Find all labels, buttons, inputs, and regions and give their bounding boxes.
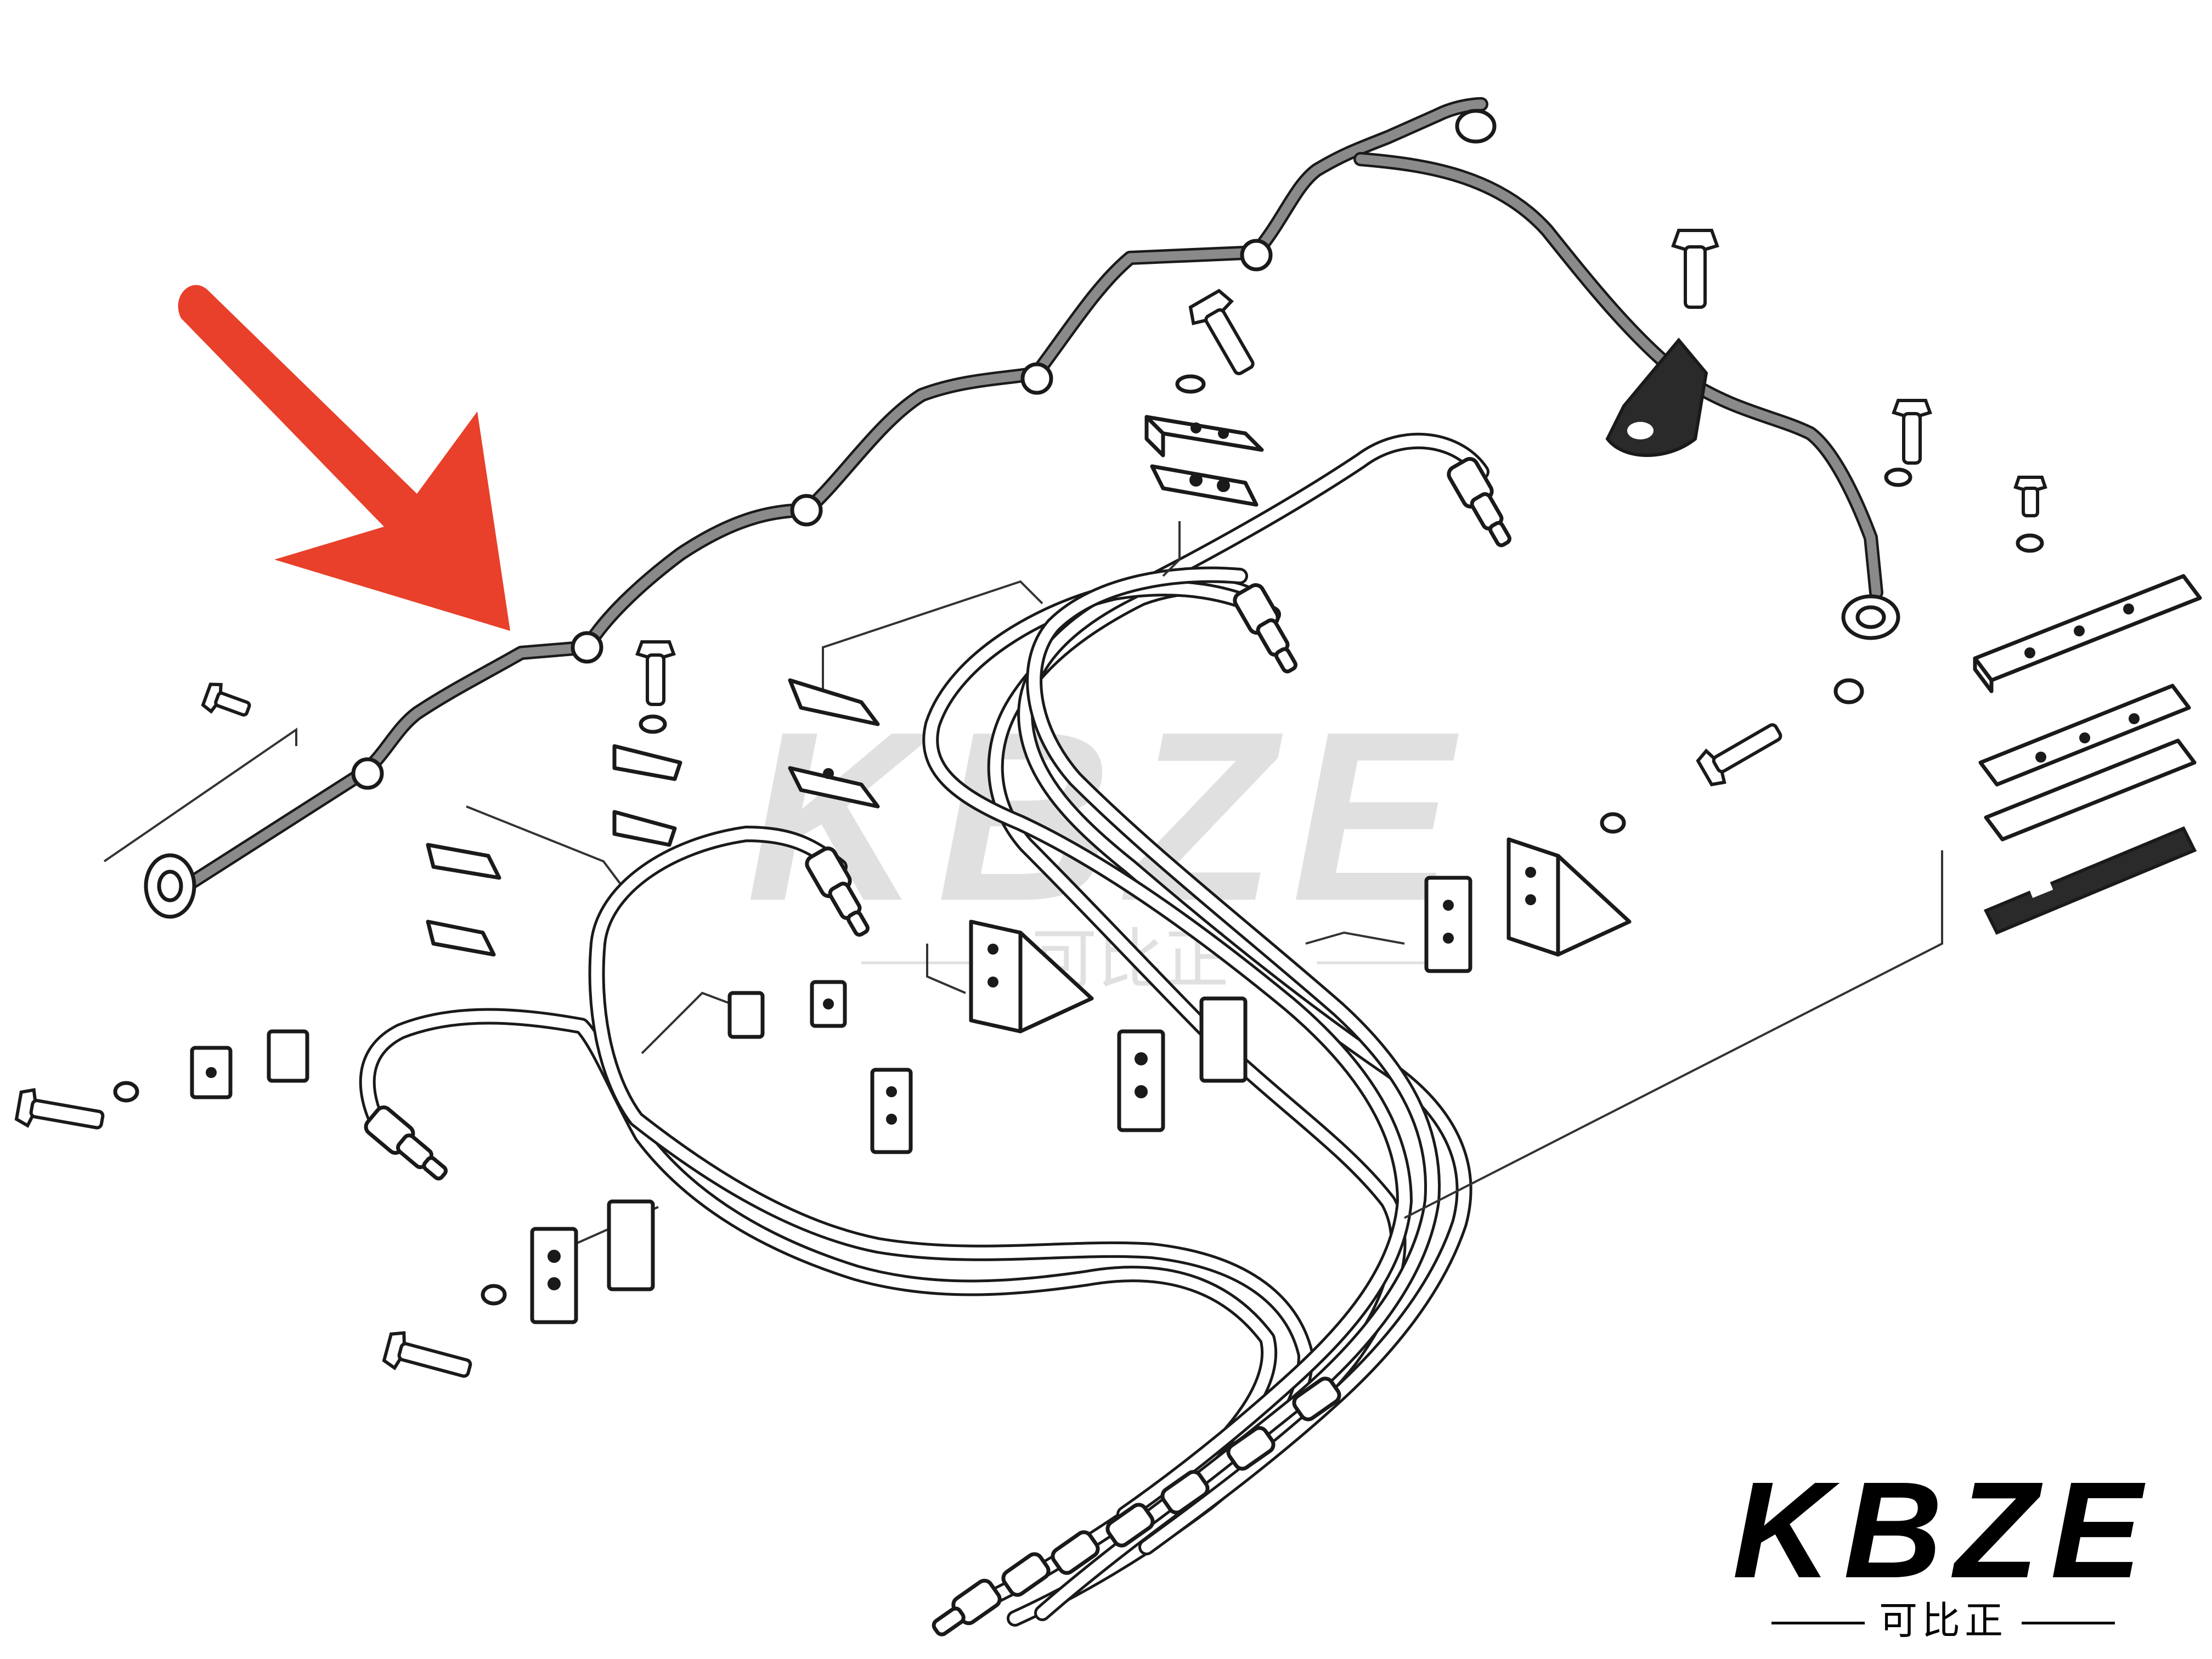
bolt-icon	[1696, 723, 1782, 787]
bolt-icon	[382, 1331, 472, 1378]
pipe-end-fitting-inner	[157, 870, 183, 902]
bracket-icon	[1506, 837, 1632, 957]
logo-sub-row: 可比正	[1696, 1599, 2190, 1643]
pipe-end-fitting-inner	[1855, 605, 1886, 629]
bolt-icon	[2013, 476, 2047, 517]
bolt-icon	[1188, 289, 1255, 375]
banjo-joint	[351, 757, 384, 790]
pipe-clamp-icon	[727, 980, 847, 1039]
logo-main-text: KBZE	[1732, 1453, 2154, 1606]
pipe-clamp-icon	[1117, 996, 1248, 1132]
pipe-clamp-plate-stack	[1973, 574, 2202, 935]
bolt-icon	[635, 640, 676, 706]
banjo-joint	[571, 631, 603, 664]
injector-fittings	[364, 456, 1511, 1637]
bracket-hole	[1627, 422, 1654, 439]
pipe-clamp-icon	[190, 1029, 309, 1099]
bracket-icon	[969, 919, 1094, 1034]
washer-icon	[639, 714, 667, 734]
bolt-icon	[1671, 229, 1719, 309]
red-arrow-indicator	[178, 285, 510, 631]
washer-icon	[113, 1081, 139, 1103]
washer-icon	[1600, 812, 1626, 834]
logo-divider-right	[2022, 1622, 2115, 1625]
bolt-icon	[14, 1088, 105, 1130]
pipe-clamp-icon	[870, 1068, 913, 1154]
hardware	[14, 229, 2202, 1378]
watermark-main: KBZE	[746, 682, 1469, 951]
logo-sub-text: 可比正	[1879, 1598, 2007, 1643]
injection-pipe-bundle	[359, 432, 1489, 1627]
washer-icon	[1833, 678, 1864, 704]
washer-icon	[481, 1284, 507, 1306]
washer-icon	[1884, 467, 1912, 487]
banjo-joint	[1020, 362, 1053, 395]
fuel-return-pipe	[144, 97, 1900, 919]
banjo-joint	[1240, 239, 1273, 272]
banjo-joint	[1455, 109, 1497, 144]
pipe-clamp-icon	[788, 678, 880, 809]
pipe-clamp-icon	[1424, 876, 1472, 973]
logo-divider-left	[1771, 1622, 1865, 1625]
pipe-clamp-icon	[426, 843, 501, 957]
washer-icon	[2016, 533, 2044, 553]
banjo-joint	[790, 494, 823, 527]
brand-logo: KBZE 可比正	[1696, 1462, 2190, 1643]
bolt-icon	[201, 682, 251, 717]
pipe-clamp-icon	[612, 744, 682, 847]
pipe-clamp-icon	[530, 1199, 655, 1324]
washer-icon	[1175, 374, 1206, 394]
pipe-clamp-icon	[1144, 415, 1264, 507]
bolt-icon	[1892, 399, 1932, 465]
